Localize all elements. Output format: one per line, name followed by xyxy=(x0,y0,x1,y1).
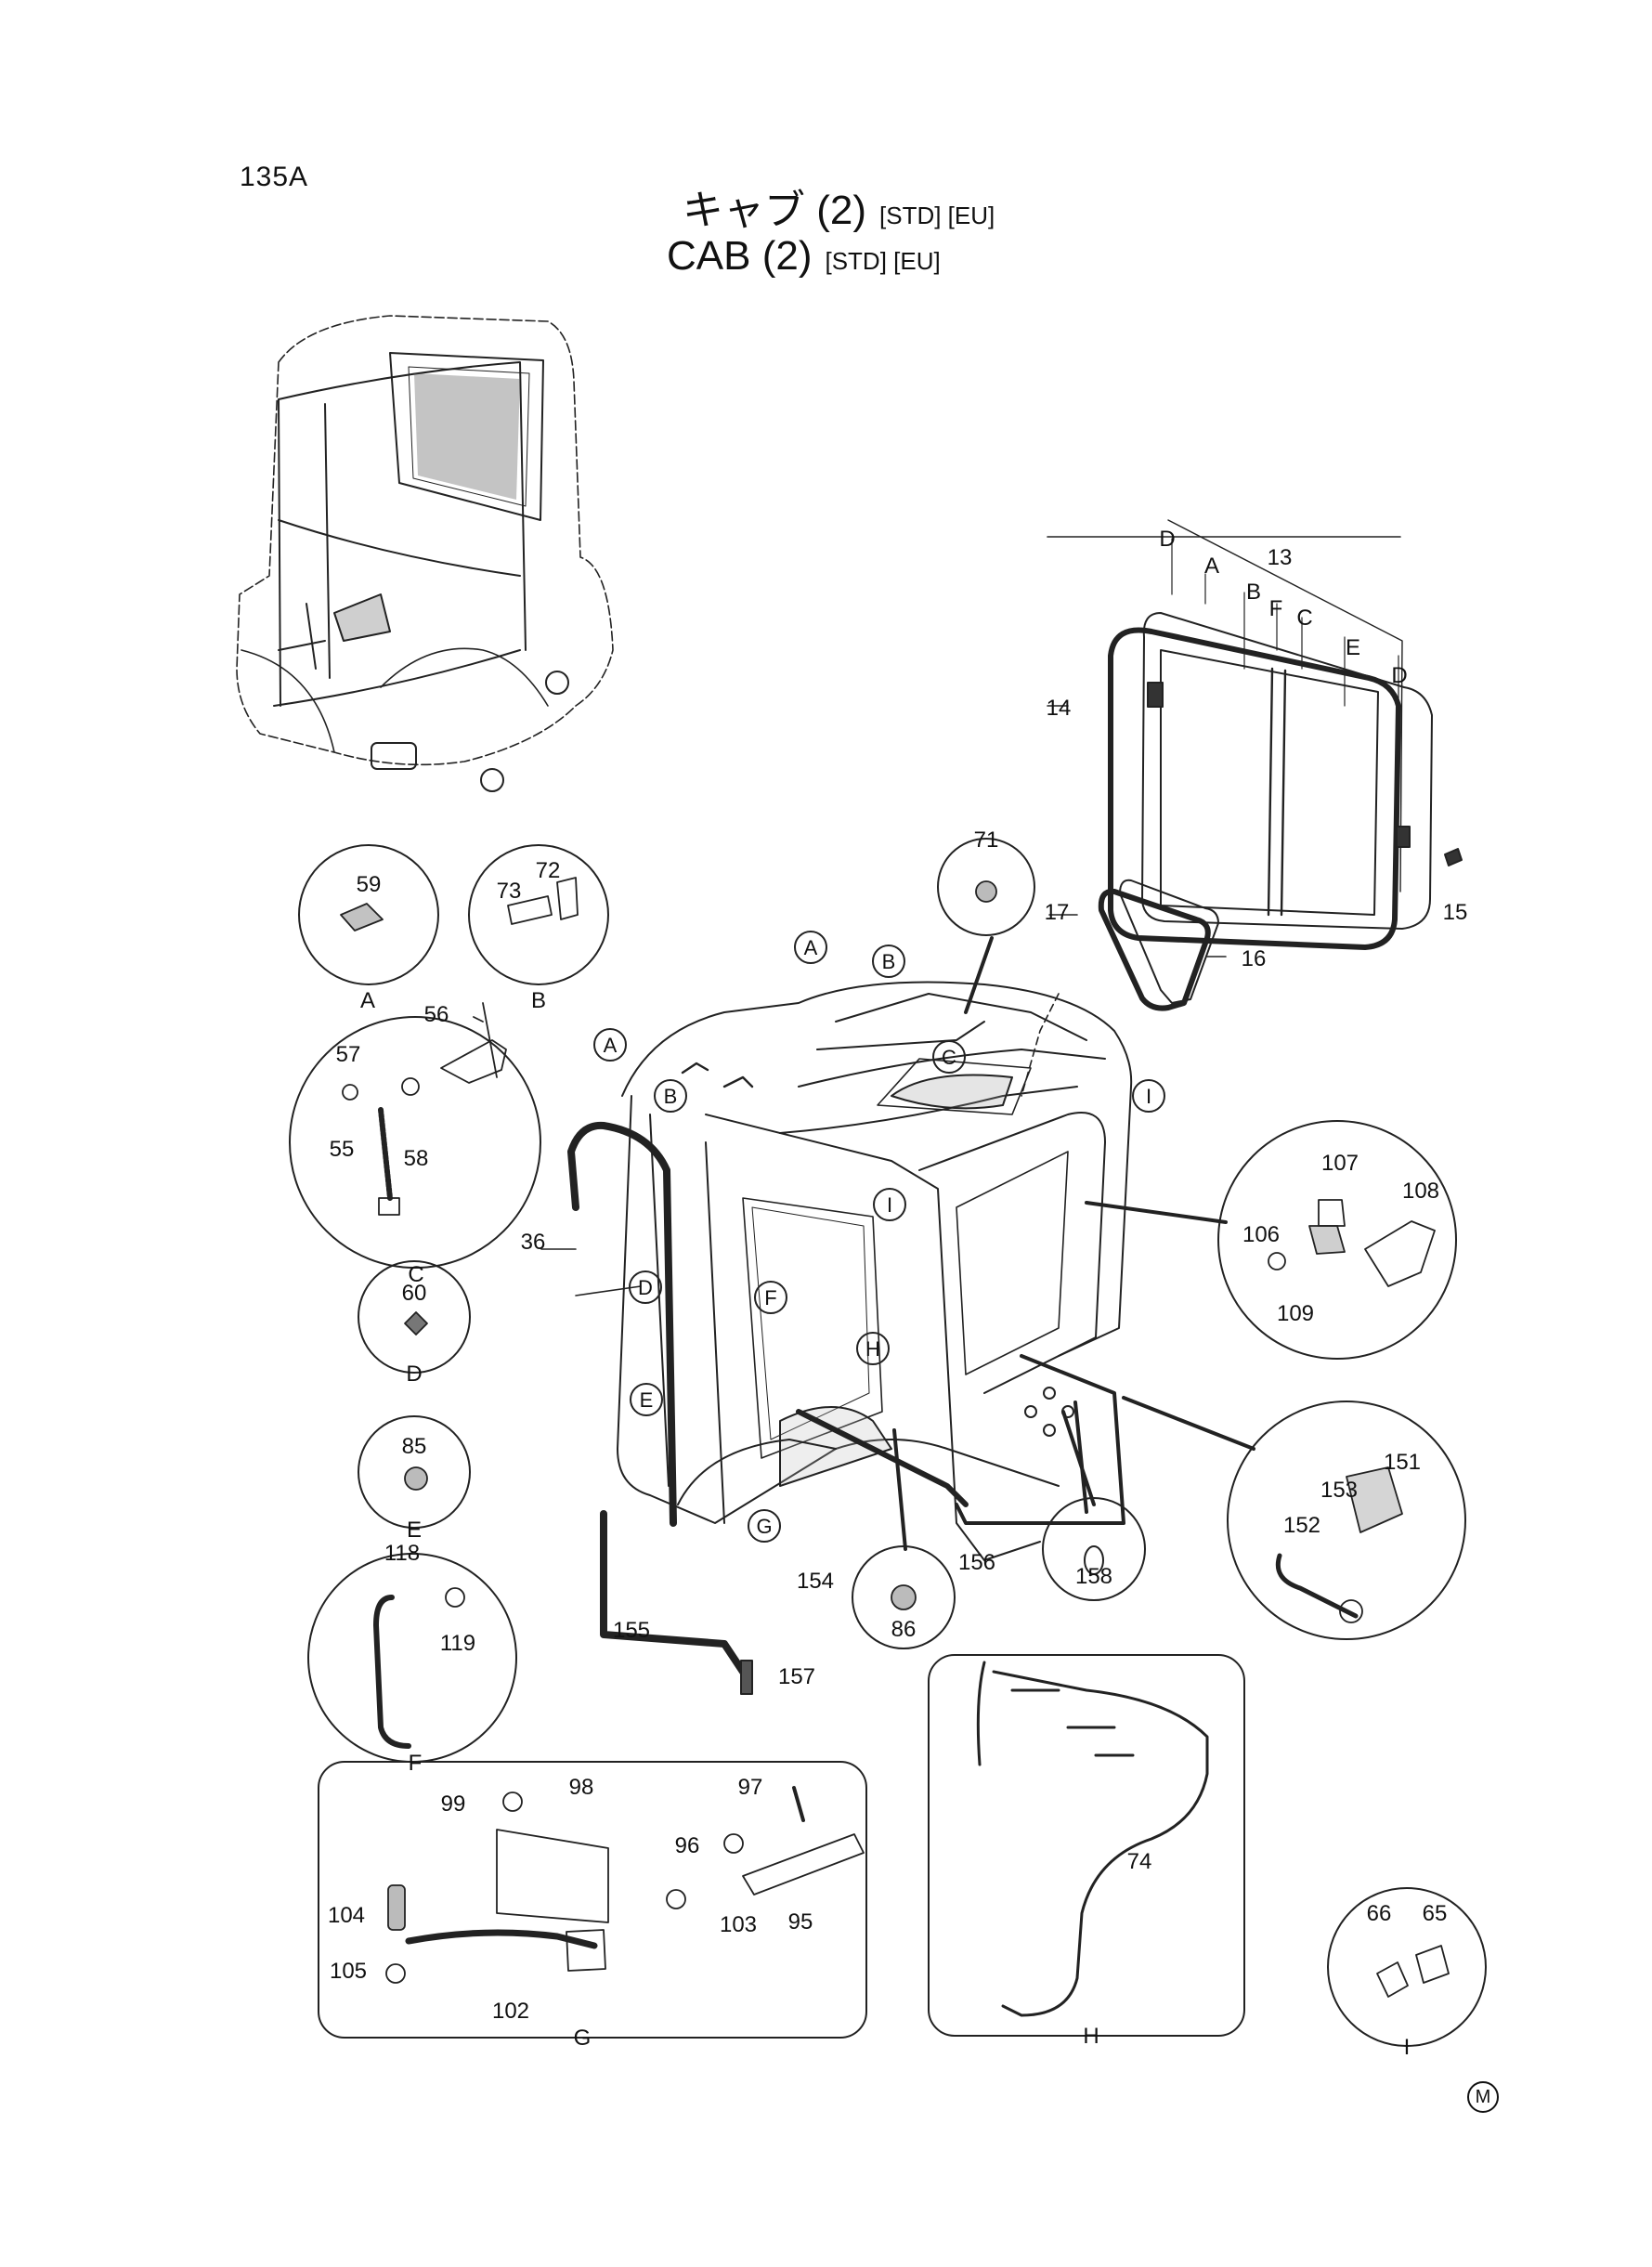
callout-59: 59 xyxy=(357,872,382,897)
callout-57: 57 xyxy=(336,1042,361,1067)
page-number: 135A xyxy=(240,162,309,192)
callout-119: 119 xyxy=(440,1631,475,1656)
callout-85: 85 xyxy=(402,1434,427,1459)
callout-99: 99 xyxy=(441,1791,466,1817)
title-english-text: CAB (2) xyxy=(667,233,813,279)
callout-71: 71 xyxy=(974,827,999,853)
callout-95: 95 xyxy=(788,1909,813,1935)
callout-157: 157 xyxy=(778,1664,815,1689)
marker-c: C xyxy=(942,1046,956,1069)
detail-letter-c-1: C xyxy=(1296,606,1312,631)
detail-letter-a-1: A xyxy=(1204,554,1219,579)
title-english: CAB (2) [STD] [EU] xyxy=(667,236,941,277)
callout-72: 72 xyxy=(536,858,561,883)
detail-letter-b-0: B xyxy=(531,988,546,1013)
marker-b-side: B xyxy=(664,1085,678,1108)
callout-74: 74 xyxy=(1127,1849,1152,1874)
callout-86: 86 xyxy=(891,1617,917,1642)
footer-m-mark: M xyxy=(1467,2081,1499,2113)
callout-151: 151 xyxy=(1384,1450,1421,1475)
callout-16: 16 xyxy=(1242,946,1267,971)
callout-96: 96 xyxy=(675,1833,700,1858)
marker-d: D xyxy=(638,1276,653,1299)
callout-152: 152 xyxy=(1283,1513,1320,1538)
marker-b-roof: B xyxy=(882,950,896,973)
callout-14: 14 xyxy=(1047,696,1072,721)
callout-60: 60 xyxy=(402,1281,427,1306)
callout-15: 15 xyxy=(1443,900,1468,925)
plug-158 xyxy=(1084,1545,1104,1575)
callout-103: 103 xyxy=(720,1912,757,1937)
callout-106: 106 xyxy=(1242,1222,1280,1247)
detail-letter-f-0: F xyxy=(409,1751,423,1776)
floor-seal-155 xyxy=(600,1510,747,1675)
callout-65: 65 xyxy=(1423,1901,1448,1926)
title-english-tags: [STD] [EU] xyxy=(825,247,941,275)
callout-107: 107 xyxy=(1321,1151,1359,1176)
detail-letter-d-0: D xyxy=(406,1362,422,1387)
marker-i-right: I xyxy=(1146,1085,1151,1108)
small-window xyxy=(1098,879,1219,1011)
detail-letter-c-0: C xyxy=(408,1262,423,1287)
part-sketches xyxy=(340,877,1450,2017)
detail-letter-d-1: D xyxy=(1159,527,1175,552)
leader-lines xyxy=(540,536,1401,1551)
sliding-window-assembly xyxy=(1108,519,1463,950)
marker-a-side: A xyxy=(604,1034,618,1057)
callout-98: 98 xyxy=(569,1775,594,1800)
marker-g: G xyxy=(756,1515,772,1538)
callout-104: 104 xyxy=(328,1903,365,1928)
reference-letter-markers xyxy=(593,931,1165,1543)
detail-letter-a-0: A xyxy=(360,988,375,1013)
callout-105: 105 xyxy=(330,1959,367,1984)
step-seal-154 xyxy=(955,1354,1125,1525)
callout-97: 97 xyxy=(738,1775,763,1800)
callout-56: 56 xyxy=(424,1002,449,1027)
detail-letter-b-1: B xyxy=(1246,580,1261,605)
machine-overview xyxy=(236,315,614,792)
callout-number-layer: 13 14 15 16 17 36 55 56 57 58 59 60 65 66 71 72 73 74 85 86… xyxy=(328,545,1467,2024)
detail-letter-e-1: E xyxy=(1346,635,1360,660)
callout-108: 108 xyxy=(1402,1179,1439,1204)
callout-153: 153 xyxy=(1320,1478,1358,1503)
callout-55: 55 xyxy=(330,1137,355,1162)
title-japanese-text: キャブ (2) xyxy=(683,188,866,233)
marker-f: F xyxy=(764,1286,776,1309)
detail-letter-i-0: I xyxy=(1404,2035,1411,2060)
title-japanese-tags: [STD] [EU] xyxy=(879,202,995,229)
callout-66: 66 xyxy=(1367,1901,1392,1926)
callout-13: 13 xyxy=(1268,545,1293,570)
callout-155: 155 xyxy=(613,1618,650,1643)
detail-letter-f-1: F xyxy=(1269,596,1283,621)
callout-36: 36 xyxy=(521,1230,546,1255)
callout-118: 118 xyxy=(384,1541,420,1566)
callout-156: 156 xyxy=(958,1550,995,1575)
detail-letter-g-0: G xyxy=(574,2026,592,2051)
detail-letter-layer: A A B B C C D D D E E F F G H I xyxy=(360,527,1410,2060)
callout-102: 102 xyxy=(492,1999,529,2024)
callout-17: 17 xyxy=(1045,900,1070,925)
callout-58: 58 xyxy=(404,1146,429,1171)
detail-letter-d-2: D xyxy=(1391,663,1407,688)
marker-h: H xyxy=(865,1337,880,1361)
seal-end-157 xyxy=(740,1660,753,1695)
detail-circles xyxy=(289,838,1487,2047)
callout-73: 73 xyxy=(497,879,522,904)
callout-154: 154 xyxy=(797,1569,834,1594)
floor-seal-156 xyxy=(796,1409,969,1507)
marker-e: E xyxy=(640,1388,654,1412)
detail-letter-h-0: H xyxy=(1083,2024,1099,2049)
marker-i-front: I xyxy=(887,1193,892,1217)
door-seal-36 xyxy=(567,1121,677,1527)
marker-a-roof: A xyxy=(804,936,818,959)
callout-109: 109 xyxy=(1277,1301,1314,1326)
cab-frame xyxy=(617,981,1133,1561)
detail-letter-e-0: E xyxy=(407,1518,422,1543)
title-japanese: キャブ (2) [STD] [EU] xyxy=(683,190,995,231)
callout-158: 158 xyxy=(1075,1564,1112,1589)
